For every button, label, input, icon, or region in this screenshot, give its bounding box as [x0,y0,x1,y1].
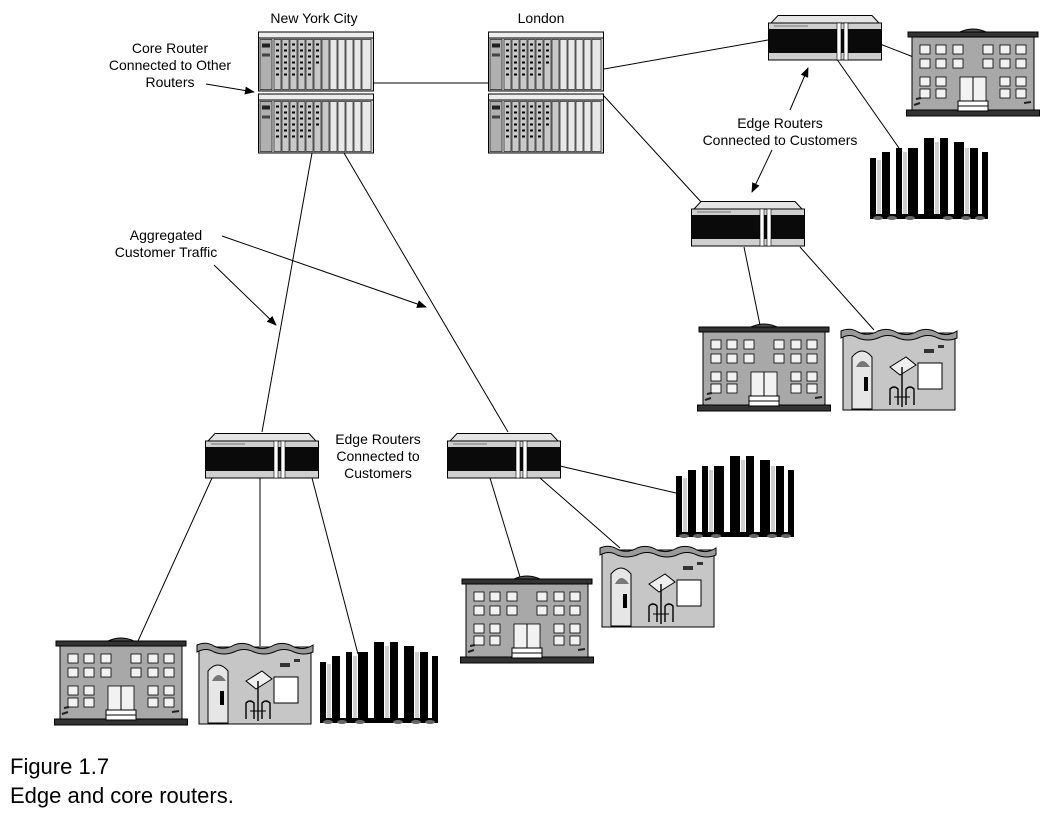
network-diagram [54,15,1040,726]
edge-router-center-icon [447,433,561,479]
cafe-building-left-icon [196,642,314,725]
link-nyc-edge-left [261,152,313,433]
label-aggregated-traffic: Aggregated Customer Traffic [114,227,218,260]
link-edge-left-office [137,477,213,642]
link-edge-mid-office [743,246,761,326]
cafe-building-mid-icon [840,328,958,411]
link-edge-center-cafe [539,477,621,549]
edge-router-mid-icon [691,201,805,247]
tower-building-left-icon [320,642,438,724]
annotation-arrows [205,67,809,326]
arrow-core-router [205,83,255,95]
office-building-mid-icon [697,323,831,412]
office-building-left-icon [54,637,188,726]
arrow-aggregated-right [221,235,427,308]
tower-building-center-icon [676,456,794,538]
core-router-london-upper-icon [488,31,604,92]
link-edge-top-tower [835,57,907,159]
link-london-edge-top [603,39,769,70]
label-edge-routers-bottom: Edge Routers Connected to Customers [335,431,421,481]
link-edge-top-office [879,43,917,59]
link-london-edge-mid [603,95,703,204]
link-nyc-edge-center [343,152,509,433]
figure-caption: Figure 1.7 Edge and core routers. [10,752,234,810]
edge-router-left-icon [205,433,319,479]
cafe-building-center-icon [599,545,717,628]
core-router-nyc-lower-icon [258,93,374,154]
label-core-router-note: Core Router Connected to Other Routers [108,40,232,90]
tower-building-top-icon [870,138,988,220]
arrow-edge-up [789,67,809,111]
office-building-top-icon [906,28,1040,117]
core-router-london-lower-icon [488,93,604,154]
arrow-edge-down [751,149,773,193]
link-edge-mid-cafe [799,246,875,331]
office-building-center-icon [460,575,594,664]
figure-number: Figure 1.7 [10,754,110,779]
label-new-york-city: New York City [270,10,358,26]
label-london: London [517,10,565,26]
edge-router-top-icon [768,15,882,61]
label-edge-routers-top: Edge Routers Connected to Customers [702,115,858,148]
connection-lines [137,39,917,655]
figure-title: Edge and core routers. [10,783,234,808]
link-edge-center-tower [559,465,677,494]
arrow-aggregated-left [213,264,277,326]
link-edge-left-tower [311,477,359,655]
core-router-nyc-upper-icon [258,31,374,92]
link-edge-center-office [489,477,521,578]
